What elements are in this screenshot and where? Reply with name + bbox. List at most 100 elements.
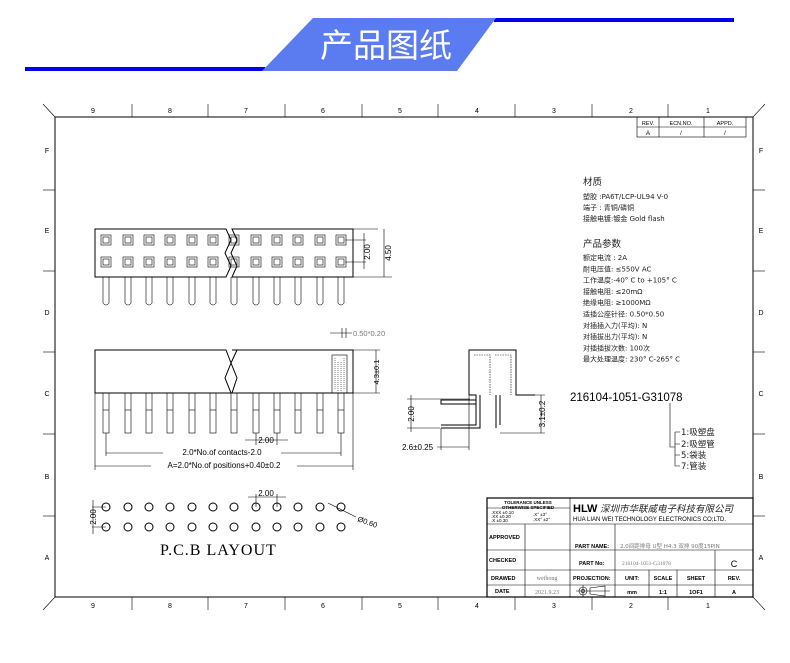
column-label-top: 2: [629, 108, 633, 115]
dim-top-width: 4.50: [384, 245, 393, 261]
pcb-layout-title: P.C.B LAYOUT: [160, 542, 277, 559]
row-label-right: C: [758, 391, 763, 398]
company-name-cn: 深圳市华联威电子科技有限公司: [600, 503, 735, 515]
drawed-label: DRAWED: [491, 576, 515, 582]
pcb-layout: 2.00 2.00 Ø0.60 P.C.B LAYOUT: [89, 489, 379, 559]
header-banner: [262, 18, 496, 71]
row-label-left: E: [45, 228, 50, 235]
pin: [166, 277, 174, 306]
pcb-hole: [123, 522, 133, 532]
column-label-top: 5: [398, 108, 402, 115]
page-title: 产品图纸: [320, 26, 452, 65]
column-label-bottom: 9: [91, 603, 95, 610]
column-label-bottom: 5: [398, 603, 402, 610]
dim-pin-size: 0.50*0.20: [353, 329, 385, 338]
pin: [166, 392, 174, 434]
contact-cavity: [271, 234, 283, 246]
tolerance-title-1: TOLERANCE UNLESS: [504, 500, 551, 505]
contact-cavity: [250, 234, 262, 246]
pin: [188, 277, 196, 306]
specifications: 材质 塑胶 :PA6T/LCP-UL94 V-0端子 : 青铜/磷铜接触电镀:镀…: [583, 176, 680, 364]
column-label-bottom: 7: [244, 603, 248, 610]
pin: [145, 392, 153, 434]
material-line: 接触电镀:镀金 Gold flash: [583, 214, 665, 223]
contact-cavity: [164, 234, 176, 246]
approved-label: APPROVED: [489, 535, 520, 541]
contact-cavity: [122, 234, 134, 246]
part-code-number: 216104-1051-G31078: [570, 392, 683, 404]
pcb-hole: [229, 502, 239, 512]
param-line: 适插公座针径: 0.50*0.50: [583, 310, 664, 319]
tolerance-xx: .XX ±0.20: [491, 514, 511, 519]
pcb-hole: [123, 502, 133, 512]
checked-label: CHECKED: [489, 558, 516, 564]
column-label-bottom: 3: [552, 603, 556, 610]
pcb-hole: [187, 522, 197, 532]
pin: [252, 392, 260, 434]
row-label-right: D: [758, 310, 763, 317]
pcb-hole: [165, 522, 175, 532]
dim-height: 4.3±0.1: [372, 360, 381, 385]
param-line: 对插插拔次数: 100次: [583, 343, 650, 352]
front-view: 0.50*0.20 4.3±0.1 2.00 2.0*No.of contact…: [94, 328, 385, 470]
pcb-hole: [315, 502, 325, 512]
tolerance-xxx: .XXX ±0.10: [491, 510, 514, 515]
rev-label: REV.: [728, 576, 741, 582]
tolerance-x: .X ±0.30: [491, 518, 508, 523]
contact-cavity: [143, 256, 155, 268]
pcb-hole: [293, 502, 303, 512]
angle-x: .X° ±3°: [533, 512, 547, 517]
contact-cavity: [186, 256, 198, 268]
param-line: 耐电压值: ≤550V AC: [583, 264, 651, 273]
tolerance-title-2: OTHERWISE SPECIFIED: [502, 505, 555, 510]
param-line: 接触电阻: ≤20mΩ: [583, 287, 643, 296]
param-line: 对插插入力(平均): N: [583, 321, 647, 330]
pcb-hole: [165, 502, 175, 512]
contact-cavity: [314, 234, 326, 246]
pin: [316, 392, 324, 434]
rev-value-block: A: [732, 590, 736, 596]
unit-value: mm: [627, 590, 637, 596]
row-label-right: F: [759, 148, 763, 155]
row-label-left: C: [44, 391, 49, 398]
appd-value: /: [724, 131, 726, 137]
pcb-hole: [336, 522, 346, 532]
pin: [102, 277, 110, 306]
pin: [230, 277, 238, 306]
column-label-top: 3: [552, 108, 556, 115]
param-line: 额定电流 : 2A: [583, 253, 627, 262]
column-label-top: 9: [91, 108, 95, 115]
rev-value: A: [646, 131, 650, 137]
dim-pitch: 2.00: [258, 436, 274, 445]
dim-pcb-pitch-h: 2.00: [258, 489, 274, 498]
dim-top-pitch: 2.00: [363, 244, 372, 260]
column-label-bottom: 6: [321, 603, 325, 610]
param-line: 最大处理温度: 230° C-265° C: [583, 355, 680, 364]
contact-cavity: [100, 256, 112, 268]
pcb-hole: [208, 502, 218, 512]
row-label-left: B: [45, 474, 50, 481]
appd-header: APPD.: [717, 121, 734, 127]
contact-cavity: [250, 256, 262, 268]
column-label-top: 7: [244, 108, 248, 115]
title-block: TOLERANCE UNLESS OTHERWISE SPECIFIED .XX…: [486, 497, 754, 598]
pin: [209, 277, 217, 306]
option-2: 2:吸塑管: [681, 439, 715, 450]
part-code: 216104-1051-G31078 1:吸塑盘 2:吸塑管 5:袋装 7:管装: [570, 392, 715, 472]
sheet-label: SHEET: [687, 576, 706, 582]
option-5: 5:袋装: [681, 450, 707, 461]
pin: [294, 392, 302, 434]
contact-cavity: [207, 234, 219, 246]
contact-cavity: [271, 256, 283, 268]
unit-label: UNIT:: [625, 576, 639, 582]
pcb-hole: [293, 522, 303, 532]
contact-cavity: [335, 256, 347, 268]
material-title: 材质: [583, 176, 603, 188]
scale-value: 1:1: [659, 590, 667, 596]
projection-symbol-icon: [576, 585, 610, 597]
column-label-bottom: 4: [475, 603, 479, 610]
ecn-value: /: [680, 131, 682, 137]
contact-cavity: [228, 234, 240, 246]
